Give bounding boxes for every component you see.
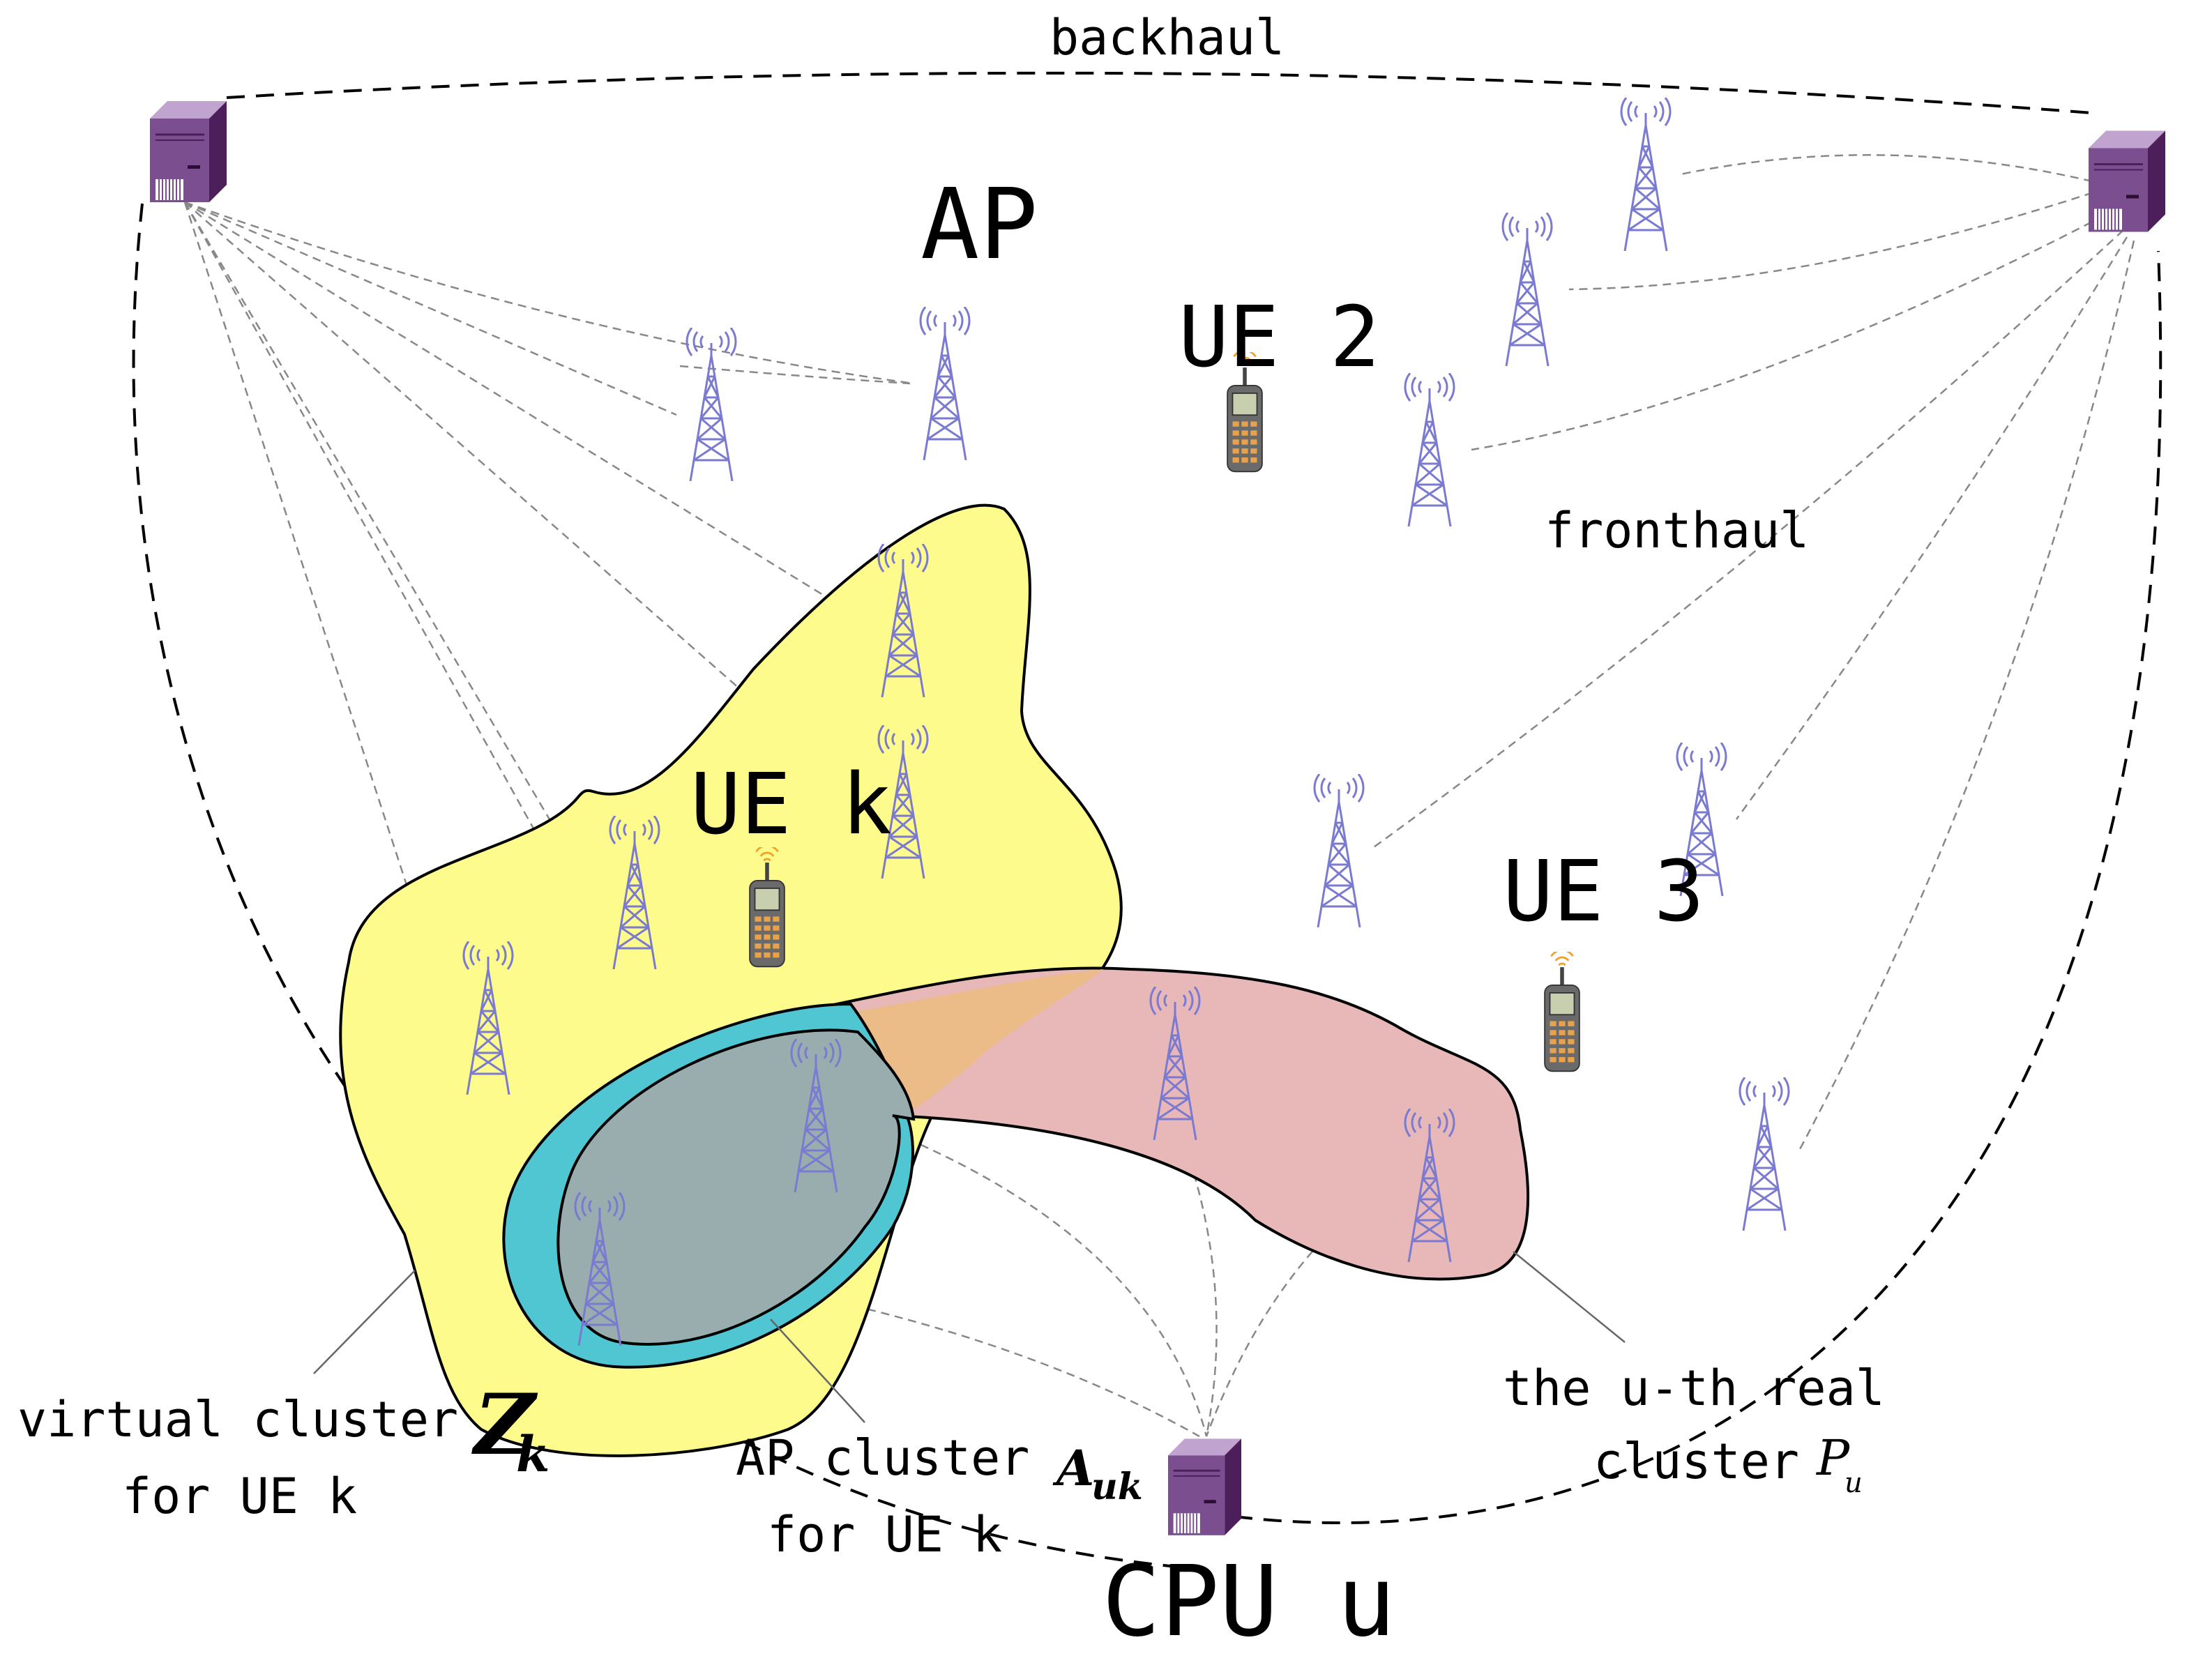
uek-label: UE k (690, 757, 892, 853)
backhaul-label: backhaul (1050, 9, 1285, 66)
ap-cluster-label-2: for UE k (767, 1506, 1002, 1563)
mobile-phone-icon-ue3 (1543, 952, 1581, 1072)
ap-cluster-symbol: A (1052, 1439, 1094, 1497)
server-icon-cpu (1168, 1437, 1241, 1537)
virtual-cluster-symbol: Z (471, 1376, 538, 1474)
antenna-tower-icon (1313, 774, 1365, 927)
antenna-tower-icon (685, 328, 737, 481)
label-pointer-lines (313, 1251, 1626, 1423)
virtual-cluster-label-2: for UE k (122, 1468, 357, 1525)
ap-cluster-inner (556, 1028, 916, 1346)
ap-cluster-subscript: uk (1091, 1466, 1143, 1508)
antenna-tower-icon (919, 307, 971, 460)
server-icon-top-left (150, 101, 227, 204)
virtual-cluster-label: virtual cluster (17, 1391, 458, 1448)
antenna-tower-icon (1738, 1077, 1790, 1231)
antenna-tower-icon (1404, 373, 1455, 526)
real-cluster-label: the u-th real (1503, 1360, 1885, 1417)
real-cluster-symbol: P (1815, 1429, 1851, 1487)
ap-label: AP (921, 168, 1038, 282)
fronthaul-label: fronthaul (1545, 502, 1809, 559)
backhaul-link (132, 71, 2162, 1570)
cpu-label: CPU u (1102, 1545, 1395, 1656)
antenna-tower-icon (1501, 213, 1553, 366)
server-icon-top-right (2089, 129, 2165, 234)
ap-cluster-label: AP cluster (736, 1429, 1029, 1487)
ue2-label: UE 2 (1179, 289, 1380, 386)
real-cluster-subscript: u (1844, 1467, 1863, 1499)
fronthaul-links-right (1373, 154, 2135, 1151)
cluster-overlap-region (858, 969, 1103, 1116)
ue3-label: UE 3 (1503, 844, 1704, 941)
real-cluster-label-2: cluster (1593, 1433, 1799, 1490)
fronthaul-links-cpu (634, 1107, 1385, 1438)
virtual-cluster-subscript: k (516, 1425, 550, 1483)
antenna-tower-icon (1620, 98, 1672, 251)
